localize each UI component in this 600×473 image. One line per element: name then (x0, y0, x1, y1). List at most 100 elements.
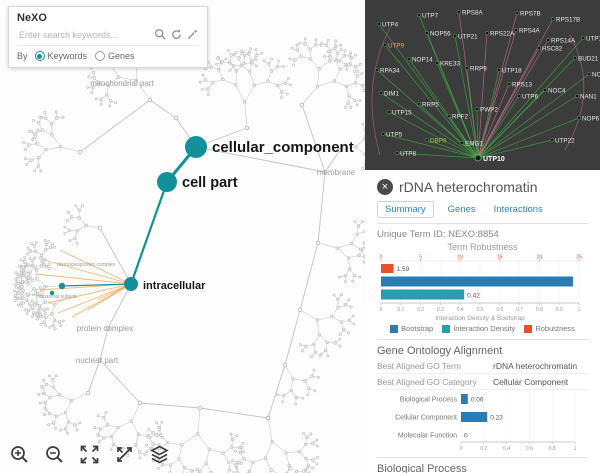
svg-text:1.59: 1.59 (397, 266, 410, 273)
zoom-in-button[interactable] (6, 441, 32, 467)
gene-node[interactable] (417, 13, 421, 17)
layers-button[interactable] (146, 441, 172, 467)
gene-node[interactable] (465, 66, 469, 70)
gene-node[interactable] (425, 31, 429, 35)
robustness-chart-title: Term Robustness (447, 242, 518, 252)
svg-text:0: 0 (380, 307, 383, 313)
gene-label: HSC82 (542, 46, 563, 53)
gene-label: NOP1 (592, 72, 600, 79)
svg-text:Molecular Function: Molecular Function (398, 433, 457, 440)
tab-interactions[interactable]: Interactions (493, 203, 543, 215)
tab-genes[interactable]: Genes (447, 203, 476, 215)
gene-label: UTP15 (392, 110, 412, 117)
gene-node[interactable] (537, 46, 541, 50)
gene-label: RPS14A (551, 38, 576, 45)
radio-icon[interactable] (95, 51, 106, 61)
gene-label: UTP7 (422, 13, 439, 20)
tab-summary[interactable]: Summary (377, 200, 434, 218)
gene-node[interactable] (377, 22, 381, 26)
gene-node[interactable] (475, 107, 479, 111)
tree-node-cellular_component[interactable] (185, 136, 207, 158)
search-mode-keywords[interactable]: Keywords (34, 51, 87, 61)
gene-node[interactable] (507, 82, 511, 86)
radio-icon[interactable] (34, 51, 45, 61)
gene-node[interactable] (381, 132, 385, 136)
search-mode-genes[interactable]: Genes (95, 51, 135, 61)
tree-branches (13, 28, 365, 473)
divider (377, 339, 588, 340)
gene-node[interactable] (550, 138, 554, 142)
svg-text:0.3: 0.3 (437, 307, 444, 313)
gene-label: RPF2 (452, 114, 469, 121)
magic-wand-icon[interactable] (186, 28, 199, 41)
search-input[interactable] (17, 28, 151, 41)
gene-node[interactable] (575, 94, 579, 98)
gene-node[interactable] (460, 141, 464, 145)
gene-label: RPS8A (462, 10, 483, 17)
search-icon[interactable] (154, 28, 167, 41)
gene-label: DIM1 (384, 91, 400, 98)
gene-node[interactable] (417, 102, 421, 106)
gene-node[interactable] (457, 10, 461, 14)
legend-swatch-icon (524, 324, 533, 333)
svg-text:5: 5 (419, 255, 422, 261)
gene-label: NOP14 (412, 57, 433, 64)
gene-node[interactable] (383, 43, 387, 47)
expand-arrows-button[interactable] (111, 441, 137, 467)
gene-node[interactable] (514, 28, 518, 32)
gene-network-canvas[interactable]: UTP4UTP9RPA34DIM1UTP15UTP5UTP8UTP7NOP56N… (365, 0, 600, 170)
gene-node[interactable] (546, 38, 550, 42)
svg-text:0: 0 (460, 446, 463, 452)
divider (377, 223, 588, 224)
svg-text:Biological Process: Biological Process (400, 397, 458, 404)
tree-node-intracellular[interactable] (124, 277, 138, 291)
svg-text:20: 20 (537, 255, 543, 261)
gene-node[interactable] (551, 17, 555, 21)
gene-node[interactable] (395, 151, 399, 155)
gene-node[interactable] (517, 94, 521, 98)
fit-to-screen-button[interactable] (76, 441, 102, 467)
gene-node[interactable] (407, 57, 411, 61)
gene-node[interactable] (577, 116, 581, 120)
gene-node[interactable] (379, 91, 383, 95)
tree-term-label: ribonucleoprotein complex (57, 262, 116, 268)
refresh-icon[interactable] (170, 28, 183, 41)
tree-node-cell-part[interactable] (157, 172, 177, 192)
close-term-icon[interactable]: × (377, 179, 393, 195)
gene-node[interactable] (497, 68, 501, 72)
gene-label: RPS13 (512, 82, 532, 89)
gene-node[interactable] (515, 11, 519, 15)
gene-node[interactable] (587, 72, 591, 76)
zoom-out-button[interactable] (41, 441, 67, 467)
gene-node[interactable] (447, 114, 451, 118)
gene-node[interactable] (573, 56, 577, 60)
legend-swatch-icon (442, 324, 451, 333)
gene-node[interactable] (387, 110, 391, 114)
gene-node-hub[interactable] (474, 154, 482, 162)
tree-term-label: ribosomal subunit (37, 294, 77, 300)
svg-text:0.7: 0.7 (516, 307, 523, 313)
gene-node[interactable] (375, 68, 379, 72)
svg-text:0: 0 (380, 255, 383, 261)
gene-label: EMG1 (465, 141, 483, 148)
gene-node[interactable] (581, 36, 585, 40)
gene-node[interactable] (425, 138, 429, 142)
gene-node[interactable] (435, 61, 439, 65)
gene-label: NOP56 (430, 31, 451, 38)
gene-node[interactable] (485, 31, 489, 35)
bp-section-title: Biological Process (377, 463, 467, 473)
gene-label: UTP22 (555, 138, 575, 145)
gene-label: RRP5 (422, 102, 439, 109)
svg-text:0.4: 0.4 (457, 307, 464, 313)
gene-node[interactable] (453, 34, 457, 38)
gene-node[interactable] (543, 88, 547, 92)
legend-swatch-icon (390, 324, 399, 333)
